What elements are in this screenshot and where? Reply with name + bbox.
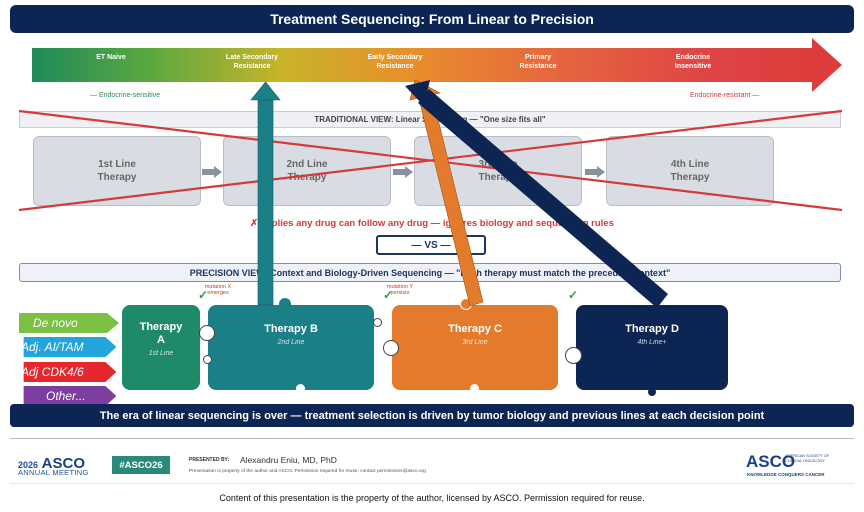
puzzle-tab [279,298,291,310]
therapy-a-piece: Therapy A 1st Line [122,305,200,390]
meeting-subtitle: ANNUAL MEETING [18,468,89,477]
traditional-box-2nd-line: 2nd Line Therapy [223,136,391,206]
context-label-other: Other... [46,389,86,403]
puzzle-connector [203,355,212,364]
context-arrow-other [23,386,117,406]
spectrum-arrow-tip [812,38,842,92]
linear-warning-text: ✗ Implies any drug can follow any drug —… [250,218,614,229]
asco-meeting-logo: 2026 ASCO [18,455,85,472]
asco-society-logo: ASCO [746,452,796,471]
therapy-c-piece: Therapy C 3rd Line [392,305,558,390]
therapy-c-name: Therapy C [448,323,502,335]
reuse-disclaimer: Presentation is property of the author a… [189,469,426,474]
puzzle-connector [383,340,399,356]
puzzle-tab [648,388,656,396]
therapy-d-piece: Therapy D 4th Line+ [576,305,728,390]
footer-rule [10,438,854,439]
spectrum-segment-et-naive: ET Naive [96,54,126,61]
asco-tagline: KNOWLEDGE CONQUERS CANCER [747,472,825,477]
context-label-adj-ai-tam: Adj. AI/TAM [21,340,84,354]
context-arrow-shape [23,386,117,406]
puzzle-connector [565,347,582,364]
check-icon: ✓ [568,288,579,302]
context-arrow-de-novo [19,313,119,333]
sequence-arrow-icon [393,166,413,178]
meeting-org: ASCO [41,455,85,472]
therapy-b-piece: Therapy B 2nd Line [208,305,374,390]
puzzle-slot [470,384,479,393]
traditional-box-1st-line: 1st Line Therapy [33,136,201,206]
context-arrow-adj-ai-tam [23,337,117,357]
puzzle-slot [296,384,305,393]
puzzle-connector [373,318,382,327]
traditional-box-4th-line: 4th Line Therapy [606,136,774,206]
spectrum-segment-early-secondary: Early Secondary Resistance [367,54,423,70]
presenter-name: Alexandru Eniu, MD, PhD [240,455,337,465]
endocrine-resistant-note: Endocrine-resistant — [690,92,760,99]
context-arrow-adj-cdk46 [23,362,117,382]
page-title: Treatment Sequencing: From Linear to Pre… [10,5,854,33]
sequence-arrow-icon [202,166,222,178]
mutation-y-note: mutation Y persists [386,284,414,296]
asco-society-name: AMERICAN SOCIETY OF CLINICAL ONCOLOGY [785,454,830,463]
therapy-b-name: Therapy B [264,323,318,335]
therapy-a-name: Therapy A [139,321,183,346]
context-label-de-novo: De novo [33,316,78,330]
puzzle-connector [199,325,215,341]
mutation-x-note: mutation X emerges [204,284,232,296]
therapy-b-line: 2nd Line [277,339,305,346]
copyright-notice: Content of this presentation is the prop… [219,493,645,503]
era-statement-bar: The era of linear sequencing is over — t… [10,404,854,427]
therapy-c-line: 3rd Line [462,339,488,346]
context-arrow-shape [19,313,119,333]
presented-by-label: PRESENTED BY: [189,457,230,463]
context-label-adj-cdk46: Adj CDK4/6 [21,365,84,379]
spectrum-segment-primary: Primary Resistance [519,54,557,70]
endocrine-sensitive-note: — Endocrine-sensitive [90,92,161,99]
therapy-d-line: 4th Line+ [637,339,667,346]
hashtag-badge: #ASCO26 [112,456,170,474]
context-arrow-shape [23,337,117,357]
therapy-b-to-late-secondary-arrow [250,81,281,306]
therapy-d-name: Therapy D [625,323,679,335]
context-arrow-shape [23,362,117,382]
spectrum-segment-endocrine-insensitive: Endocrine Insensitive [674,54,712,70]
meeting-year: 2026 [18,460,39,470]
check-icon: ✓ [383,288,394,302]
therapy-a-line: 1st Line [148,350,174,357]
sequence-arrow-icon [585,166,605,178]
footer-divider [10,483,854,484]
spectrum-segment-late-secondary: Late Secondary Resistance [225,54,279,70]
check-icon: ✓ [198,288,209,302]
therapy-d-to-early-secondary-arrow [405,80,668,308]
resistance-spectrum-bar [32,48,812,82]
